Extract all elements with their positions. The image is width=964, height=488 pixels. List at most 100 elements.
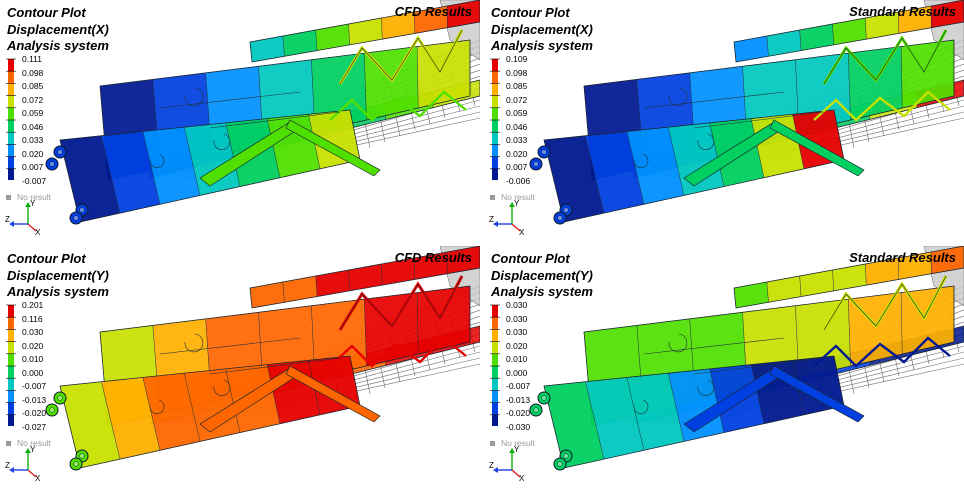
- axis-z-label: Z: [5, 215, 10, 224]
- legend-swatch: [8, 83, 14, 96]
- title-line: Displacement(X): [7, 21, 109, 37]
- legend-tick-label: 0.030: [506, 300, 528, 310]
- legend-swatch: [8, 366, 14, 379]
- legend-color-bar: [6, 58, 16, 180]
- legend-swatch: [492, 132, 498, 145]
- title-line: Displacement(Y): [7, 267, 109, 283]
- legend-tick-label: 0.030: [506, 327, 528, 337]
- axis-z-label: Z: [5, 461, 10, 470]
- legend-tick-label: -0.007: [506, 381, 531, 391]
- legend-swatch: [492, 305, 498, 318]
- fem-model-view[interactable]: [0, 0, 480, 242]
- legend-color-bar: [490, 304, 500, 426]
- title-line: Analysis system: [491, 38, 593, 53]
- legend-tick-label: 0.046: [506, 121, 528, 132]
- legend-swatch: [492, 83, 498, 96]
- axis-y-label: Y: [514, 199, 520, 208]
- axis-z-label: Z: [489, 215, 494, 224]
- plate-features: [633, 333, 825, 414]
- axis-x-label: X: [35, 474, 41, 482]
- axis-y-label: Y: [30, 199, 36, 208]
- fem-model-view[interactable]: [0, 246, 480, 488]
- legend-swatch: [8, 305, 14, 318]
- no-result-label: No result: [17, 192, 52, 202]
- legend-swatch: [8, 317, 14, 330]
- no-result-legend-item: No result: [6, 438, 51, 448]
- no-result-swatch: [6, 195, 11, 201]
- lattice-truss-outline: [823, 29, 947, 85]
- legend-swatch: [492, 378, 498, 391]
- boom-lower-plate: [59, 355, 361, 469]
- legend-swatch: [8, 378, 14, 391]
- legend-swatch: [8, 144, 14, 157]
- legend-tick-label: 0.033: [506, 135, 528, 145]
- lattice-truss-outline: [823, 275, 947, 331]
- contour-band: [282, 29, 318, 57]
- plate-features: [633, 87, 825, 168]
- legend-tick-label: 0.111: [22, 54, 43, 64]
- results-source-label: Standard Results: [849, 250, 956, 265]
- legend-swatch: [8, 353, 14, 366]
- panel-divider-horizontal: [0, 242, 964, 246]
- contour-band: [315, 269, 350, 297]
- legend-tick-label: 0.098: [22, 67, 44, 78]
- legend-tick-label: -0.030: [506, 421, 531, 432]
- upper-chord-beam: [733, 246, 964, 309]
- legend-tick-label: 0.020: [506, 340, 528, 351]
- legend-swatch: [8, 120, 14, 133]
- fem-model-view[interactable]: [484, 0, 964, 242]
- title-line: Contour Plot: [7, 5, 86, 20]
- contour-band: [249, 281, 285, 309]
- legend-tick-label: 0.007: [506, 162, 528, 172]
- axis-y-label: Y: [514, 445, 520, 454]
- results-source-label: CFD Results: [394, 250, 472, 265]
- legend-swatch: [492, 341, 498, 354]
- legend-swatch: [8, 414, 14, 426]
- contour-band: [799, 23, 834, 51]
- legend-tick-label: 0.020: [506, 148, 528, 159]
- lower-lattice-truss: [329, 90, 467, 122]
- legend-swatch: [492, 71, 498, 84]
- title-line: Analysis system: [491, 284, 593, 299]
- diagonal-brace: [769, 365, 865, 423]
- legend-tick-label: -0.020: [22, 408, 47, 418]
- legend-swatch: [492, 168, 498, 180]
- legend-swatch: [492, 107, 498, 120]
- lattice-truss-outline: [339, 29, 463, 85]
- legend-tick-label: 0.010: [22, 354, 44, 364]
- legend-color-bar: [490, 58, 500, 180]
- legend-tick-label: -0.006: [506, 175, 531, 186]
- axis-triad-icon: ZYX: [489, 199, 525, 236]
- contour-band: [832, 263, 867, 292]
- no-result-label: No result: [501, 438, 536, 448]
- upper-chord-beam: [249, 0, 480, 63]
- contour-band: [348, 17, 383, 46]
- legend-tick-label: 0.059: [22, 108, 44, 118]
- legend-swatch: [492, 144, 498, 157]
- diagonal-brace: [769, 119, 865, 177]
- legend-swatch: [492, 120, 498, 133]
- no-result-swatch: [6, 441, 11, 447]
- legend-tick-label: 0.033: [22, 135, 44, 145]
- legend-swatch: [492, 366, 498, 379]
- axis-x-label: X: [35, 228, 41, 236]
- results-source-label: CFD Results: [394, 4, 472, 19]
- no-result-swatch: [490, 441, 495, 447]
- legend-color-bar: [6, 304, 16, 426]
- contour-band: [733, 35, 769, 63]
- axis-triad-icon: ZYX: [489, 445, 525, 482]
- no-result-label: No result: [17, 438, 52, 448]
- title-line: Contour Plot: [491, 5, 570, 20]
- legend-tick-label: 0.000: [506, 367, 528, 378]
- legend-tick-label: 0.072: [506, 94, 528, 105]
- fem-model-view[interactable]: [484, 246, 964, 488]
- legend-tick-label: 0.098: [506, 67, 528, 78]
- title-line: Analysis system: [7, 38, 109, 53]
- legend-tick-label: 0.109: [506, 54, 528, 64]
